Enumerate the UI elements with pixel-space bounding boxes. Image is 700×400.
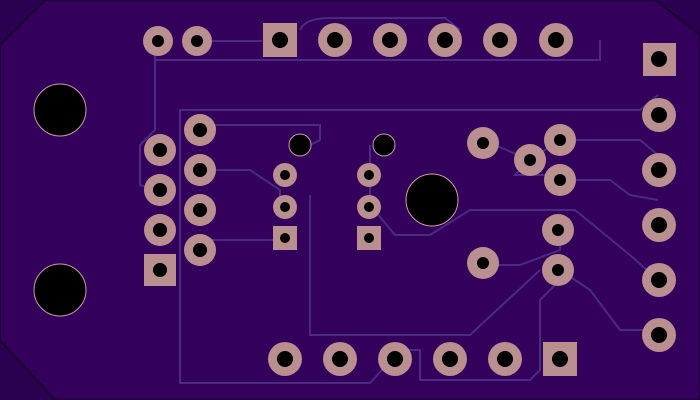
pad-drill bbox=[651, 162, 667, 178]
pad-drill bbox=[548, 32, 564, 48]
pad-drill bbox=[651, 51, 667, 67]
pad-drill bbox=[552, 224, 564, 236]
mid-header-a bbox=[273, 163, 297, 250]
pad-drill bbox=[524, 154, 536, 166]
pad-drill bbox=[492, 32, 508, 48]
pad-drill bbox=[332, 351, 348, 367]
pad-drill bbox=[437, 32, 453, 48]
pad-drill bbox=[364, 202, 374, 212]
pad-drill bbox=[364, 233, 374, 243]
pad-drill bbox=[554, 174, 566, 186]
pad-drill bbox=[387, 351, 403, 367]
top-header-small bbox=[143, 26, 212, 56]
left-header-col2 bbox=[184, 114, 216, 266]
pad-drill bbox=[327, 32, 343, 48]
right-header bbox=[642, 43, 676, 352]
pad-drill bbox=[554, 134, 566, 146]
mount-hole-left-upper bbox=[33, 83, 87, 137]
pad-drill bbox=[497, 351, 513, 367]
pad-drill bbox=[277, 351, 293, 367]
pad-drill bbox=[477, 257, 489, 269]
pad-drill bbox=[153, 183, 167, 197]
pad-drill bbox=[193, 243, 207, 257]
pad-drill bbox=[280, 202, 290, 212]
via-hole-1 bbox=[288, 133, 312, 157]
pad-drill bbox=[382, 32, 398, 48]
pad-drill bbox=[651, 217, 667, 233]
pad-drill bbox=[552, 351, 568, 367]
pad-drill bbox=[280, 170, 290, 180]
pad-drill bbox=[152, 35, 164, 47]
pad-drill bbox=[552, 264, 564, 276]
pad-drill bbox=[364, 170, 374, 180]
bottom-header bbox=[268, 342, 577, 376]
pad-drill bbox=[191, 35, 203, 47]
pad-drill bbox=[153, 263, 167, 277]
pad-drill bbox=[442, 351, 458, 367]
mid-header-b bbox=[357, 163, 381, 250]
pad-drill bbox=[272, 32, 288, 48]
pad-drill bbox=[477, 137, 489, 149]
top-header-large bbox=[263, 23, 573, 57]
pad-drill bbox=[153, 143, 167, 157]
pad-drill bbox=[153, 223, 167, 237]
pad-drill bbox=[193, 163, 207, 177]
pad-drill bbox=[193, 123, 207, 137]
pad-drill bbox=[193, 203, 207, 217]
pad-drill bbox=[651, 272, 667, 288]
mount-hole-left-lower bbox=[33, 263, 87, 317]
mounting-holes bbox=[33, 83, 459, 317]
pad-drill bbox=[651, 327, 667, 343]
pad-drill bbox=[651, 107, 667, 123]
mount-hole-center bbox=[405, 173, 459, 227]
right-cluster bbox=[467, 124, 576, 286]
via-hole-2 bbox=[372, 133, 396, 157]
pad-drill bbox=[280, 233, 290, 243]
left-header-col1 bbox=[144, 134, 176, 286]
